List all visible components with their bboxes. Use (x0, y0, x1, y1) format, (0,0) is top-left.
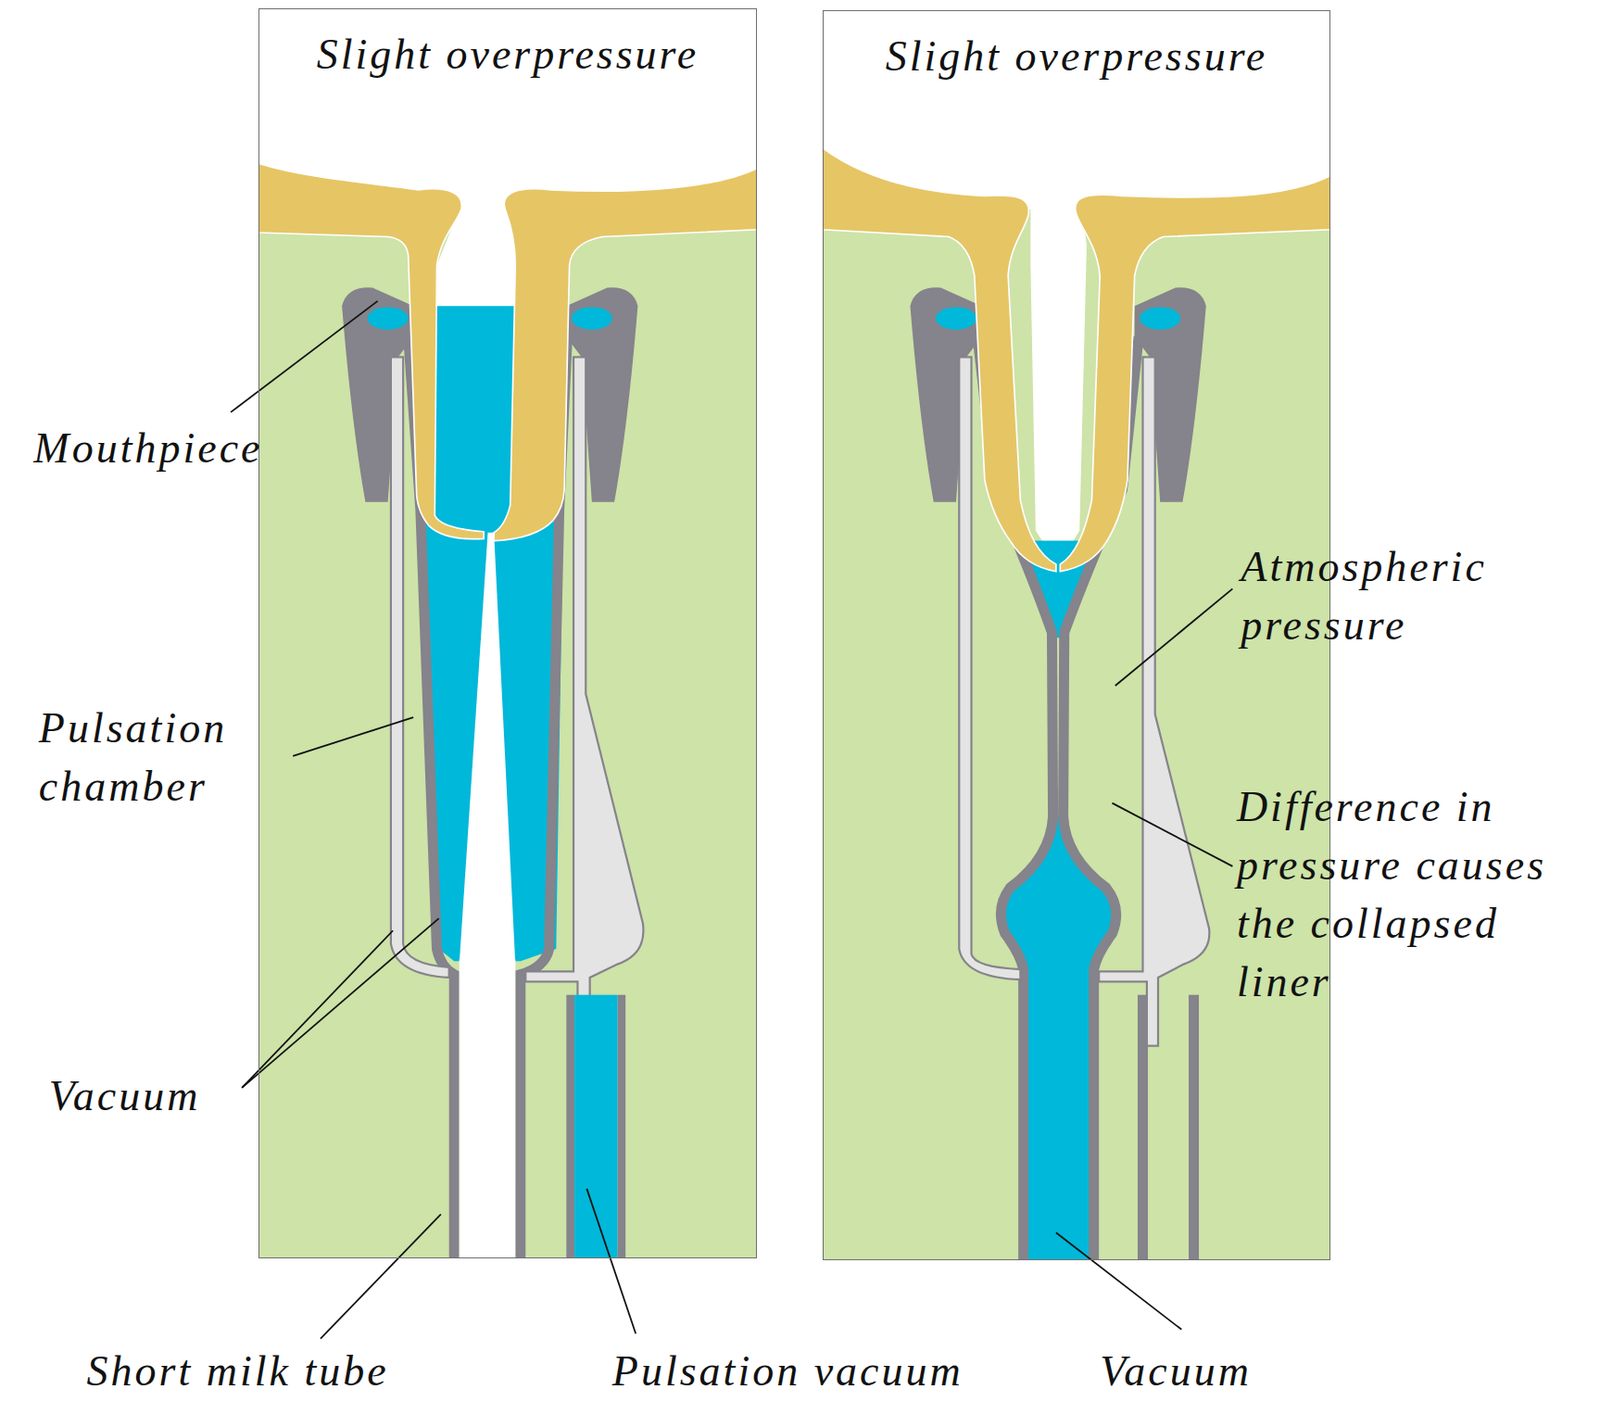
part-label: Pulsation vacuum (612, 1341, 964, 1400)
part-label: Pulsation chamber (38, 698, 262, 816)
part-label: Vacuum (1099, 1341, 1252, 1400)
part-label: Atmospheric pressure (1240, 537, 1519, 655)
pressure-heading: Slight overpressure (259, 9, 757, 84)
panel-box: Slight overpressure (258, 8, 758, 1259)
open-liner-panel (258, 8, 757, 1259)
part-label: Vacuum (49, 1066, 202, 1125)
part-label: Short milk tube (87, 1341, 390, 1400)
pressure-heading: Slight overpressure (823, 11, 1330, 86)
leader-lines (230, 301, 1233, 1339)
part-label: Mouthpiece (33, 418, 263, 478)
part-label: Difference in pressure causes the collap… (1236, 777, 1580, 1011)
